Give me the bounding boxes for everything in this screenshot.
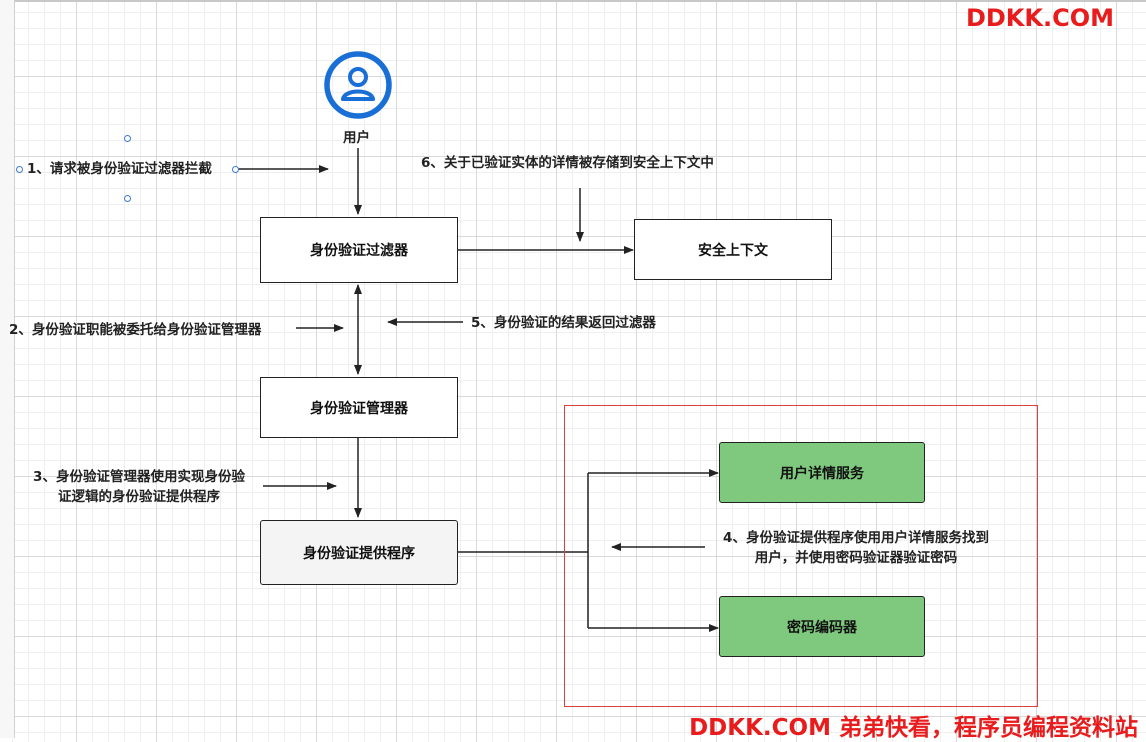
canvas-left-ruler bbox=[0, 0, 15, 738]
selection-handle-right[interactable] bbox=[232, 166, 239, 173]
provider-group-frame bbox=[564, 405, 1038, 707]
step4-line1: 4、身份验证提供程序使用用户详情服务找到 bbox=[723, 530, 989, 546]
watermark-top: DDKK.COM bbox=[965, 4, 1114, 32]
user-details-service-box[interactable]: 用户详情服务 bbox=[719, 442, 925, 503]
step5-label: 5、身份验证的结果返回过滤器 bbox=[471, 315, 656, 331]
step3-line1: 3、身份验证管理器使用实现身份验 bbox=[33, 469, 245, 485]
user-icon bbox=[322, 49, 394, 121]
step2-label: 2、身份验证职能被委托给身份验证管理器 bbox=[9, 322, 262, 338]
selection-handle-left[interactable] bbox=[16, 166, 23, 173]
step4-label: 4、身份验证提供程序使用用户详情服务找到 用户，并使用密码验证器验证密码 bbox=[706, 528, 1006, 568]
step3-label: 3、身份验证管理器使用实现身份验 证逻辑的身份验证提供程序 bbox=[20, 467, 258, 507]
step3-line2: 证逻辑的身份验证提供程序 bbox=[58, 489, 220, 505]
selection-handle-bottom[interactable] bbox=[124, 195, 131, 202]
auth-filter-box[interactable]: 身份验证过滤器 bbox=[260, 217, 458, 283]
canvas-top-border bbox=[0, 0, 1146, 2]
step1-label: 1、请求被身份验证过滤器拦截 bbox=[27, 161, 212, 177]
user-label: 用户 bbox=[343, 130, 370, 146]
step4-line2: 用户，并使用密码验证器验证密码 bbox=[754, 550, 958, 566]
security-context-box[interactable]: 安全上下文 bbox=[634, 219, 832, 280]
watermark-bottom: DDKK.COM 弟弟快看，程序员编程资料站 bbox=[689, 715, 1138, 741]
step6-label: 6、关于已验证实体的详情被存储到安全上下文中 bbox=[421, 155, 714, 171]
auth-provider-box[interactable]: 身份验证提供程序 bbox=[260, 520, 458, 585]
password-encoder-box[interactable]: 密码编码器 bbox=[719, 596, 925, 657]
selection-handle-top[interactable] bbox=[124, 135, 131, 142]
auth-manager-box[interactable]: 身份验证管理器 bbox=[260, 377, 458, 438]
